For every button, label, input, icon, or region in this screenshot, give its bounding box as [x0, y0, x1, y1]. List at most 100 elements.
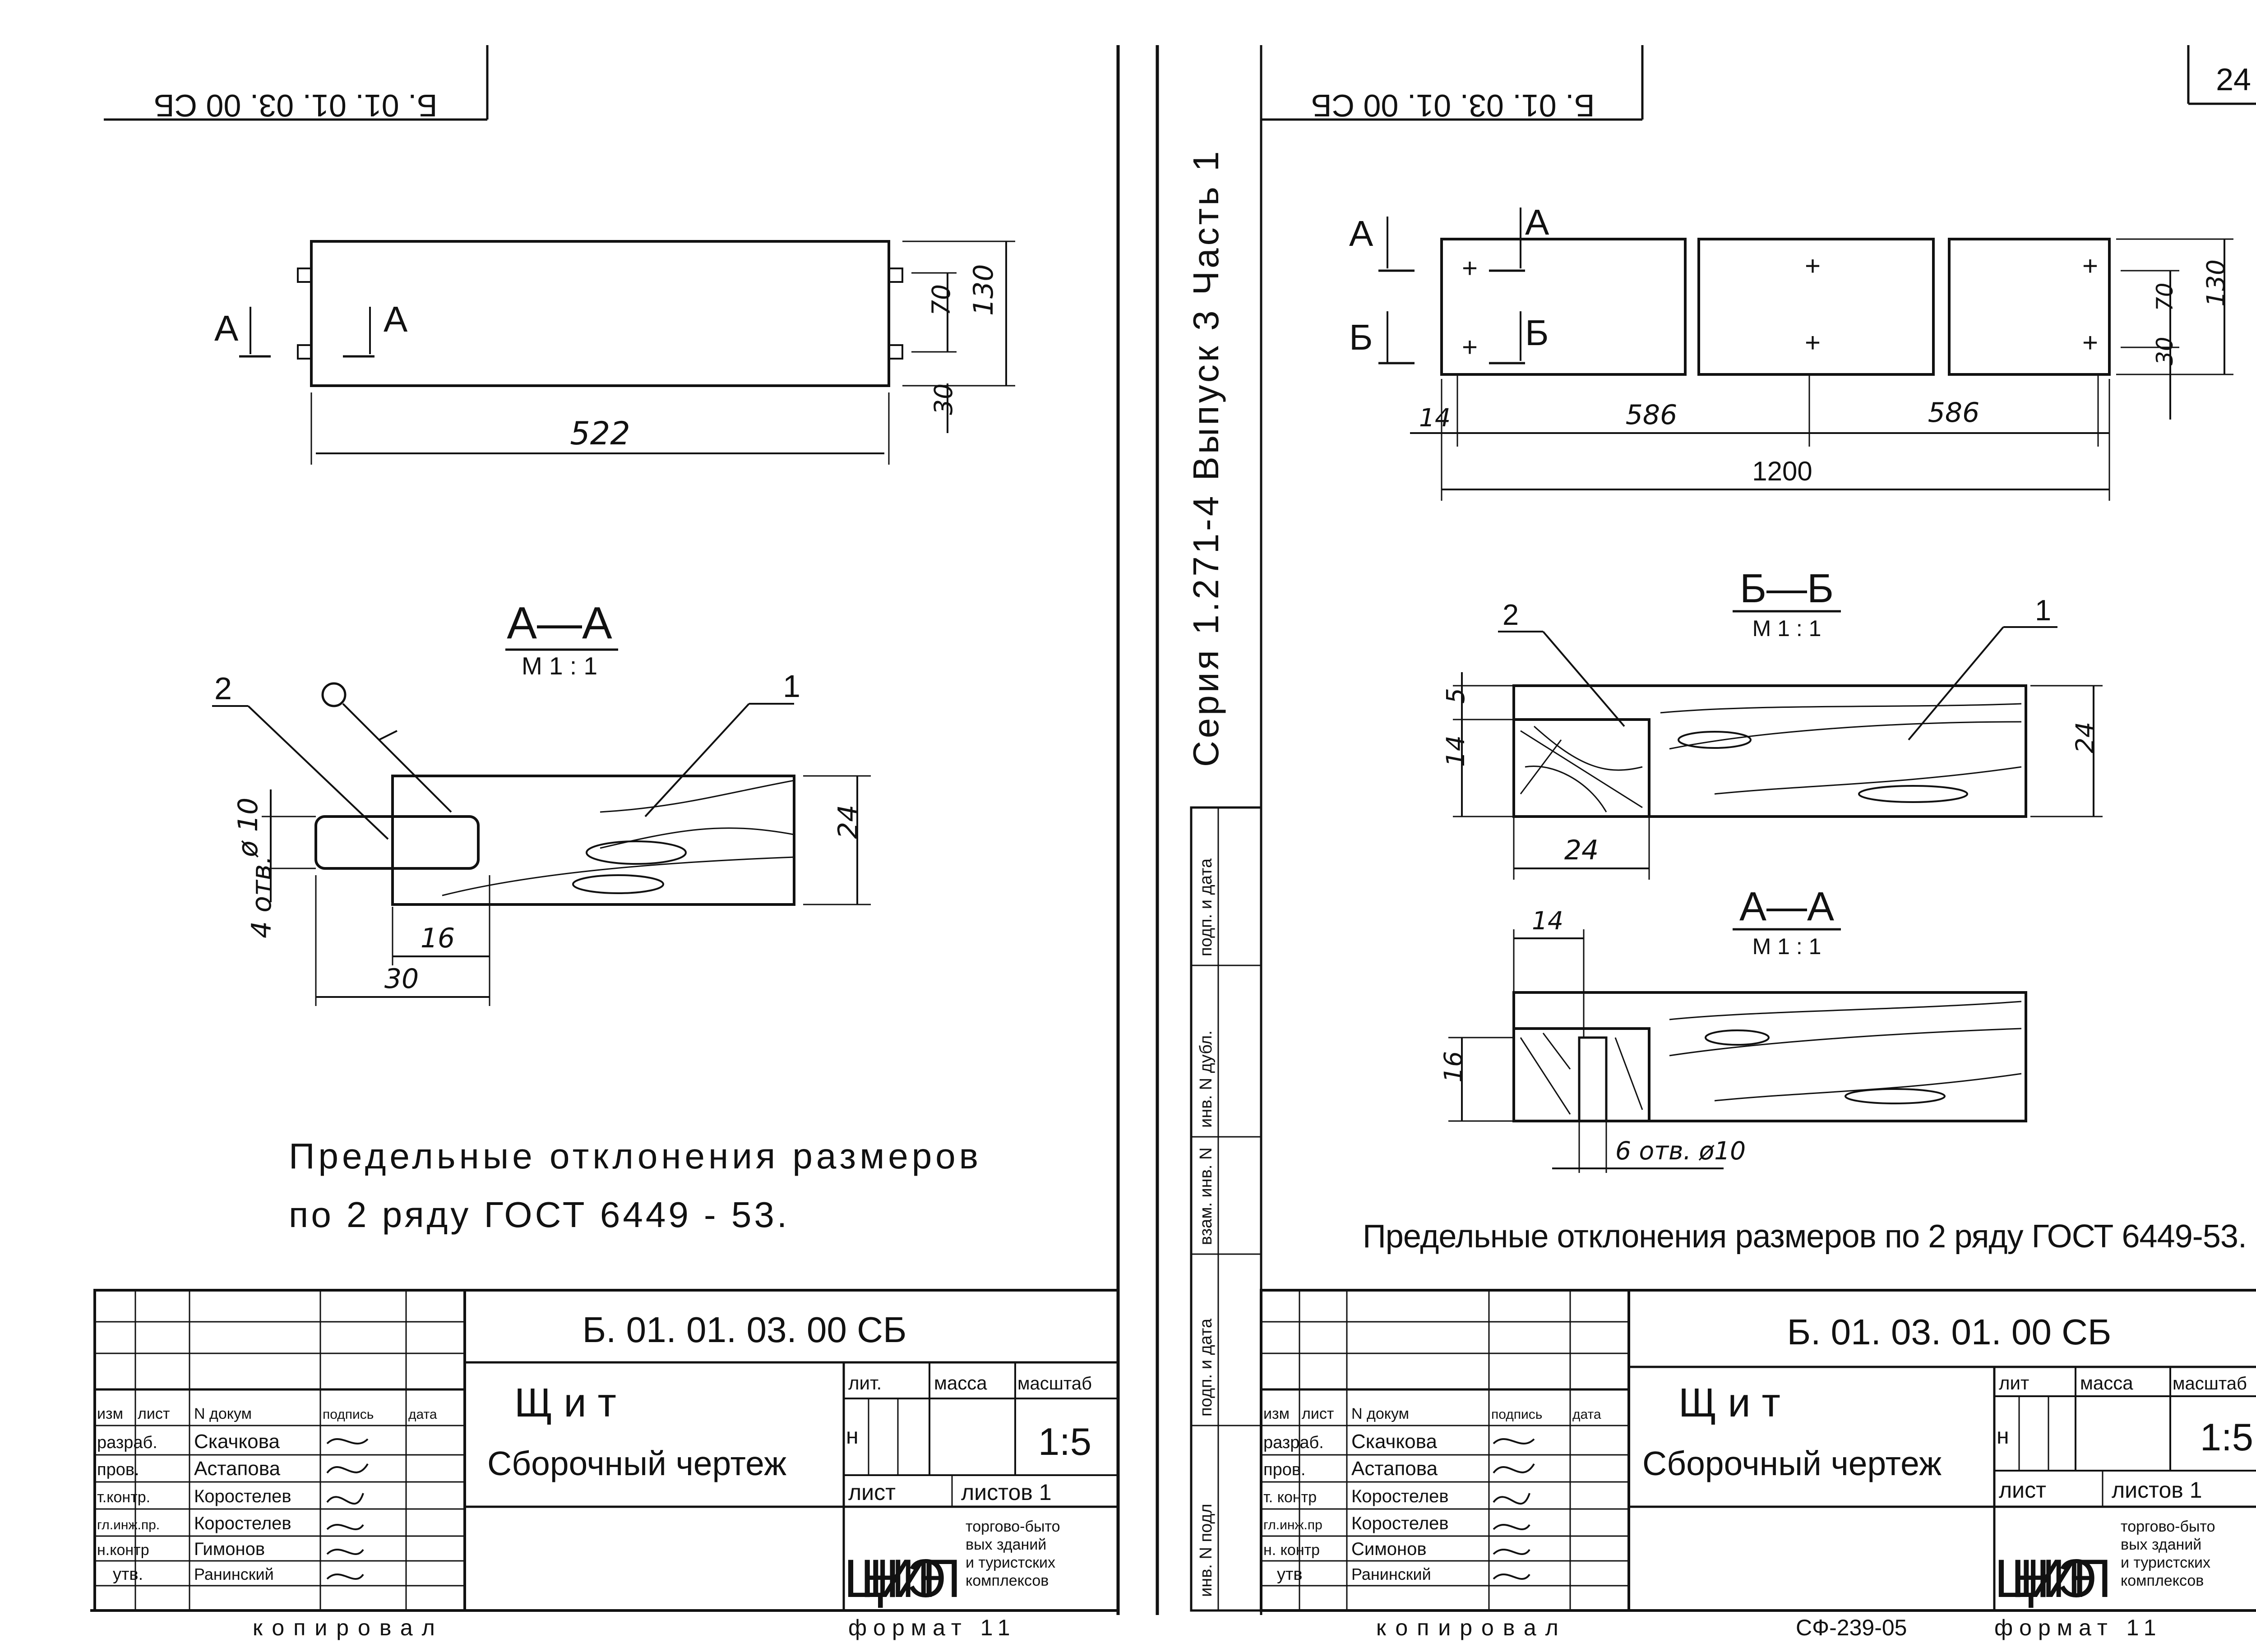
- left-format: формат 11: [848, 1615, 1017, 1640]
- svg-text:Щ и т: Щ и т: [514, 1380, 616, 1426]
- svg-text:ЦНИИЭП: ЦНИИЭП: [1994, 1548, 2112, 1609]
- svg-text:лист: лист: [1302, 1405, 1334, 1422]
- svg-text:1:5: 1:5: [1038, 1421, 1091, 1463]
- svg-text:н: н: [846, 1423, 859, 1449]
- svg-text:инв. N подл: инв. N подл: [1197, 1504, 1216, 1597]
- svg-text:1:5: 1:5: [2200, 1416, 2253, 1459]
- svg-text:24: 24: [2216, 62, 2251, 97]
- svg-text:т. контр: т. контр: [1263, 1489, 1317, 1506]
- svg-text:30: 30: [2152, 337, 2178, 365]
- svg-text:масса: масса: [934, 1372, 987, 1394]
- right-code-stamp: Б. 01. 03. 01. 00 СБ: [1261, 45, 1644, 123]
- svg-text:и туристских: и туристских: [2121, 1554, 2210, 1571]
- svg-text:Б: Б: [1349, 317, 1373, 357]
- svg-text:Б. 01. 01. 03. 00 СБ: Б. 01. 01. 03. 00 СБ: [154, 88, 438, 123]
- right-section-aa: А—А М 1 : 1 14 16 6 отв. ø10: [1439, 884, 2027, 1173]
- svg-text:дата: дата: [1572, 1407, 1601, 1422]
- svg-text:2: 2: [214, 671, 232, 706]
- svg-text:масштаб: масштаб: [1017, 1374, 1092, 1394]
- svg-text:Астапова: Астапова: [1351, 1458, 1438, 1480]
- svg-text:4 отв.: 4 отв.: [246, 856, 277, 938]
- svg-text:Астапова: Астапова: [194, 1458, 281, 1480]
- right-side-stamps: инв. N подл подп. и дата взам. инв. N ин…: [1190, 806, 1262, 1612]
- svg-text:Сборочный чертеж: Сборочный чертеж: [1642, 1444, 1942, 1482]
- svg-text:1200: 1200: [1752, 456, 1812, 486]
- svg-text:подпись: подпись: [323, 1407, 374, 1422]
- svg-text:торгово-быто: торгово-быто: [966, 1518, 1060, 1535]
- svg-text:масса: масса: [2080, 1372, 2133, 1394]
- svg-text:70: 70: [927, 284, 956, 316]
- svg-text:Скачкова: Скачкова: [194, 1431, 280, 1453]
- right-title-block: изм лист N докум подпись дата разраб. пр…: [1260, 1289, 2256, 1612]
- svg-text:Ранинский: Ранинский: [194, 1565, 274, 1583]
- svg-text:+: +: [1805, 328, 1821, 358]
- svg-text:24: 24: [832, 805, 864, 839]
- svg-text:Скачкова: Скачкова: [1351, 1431, 1438, 1453]
- svg-text:М 1 : 1: М 1 : 1: [1752, 616, 1821, 641]
- svg-text:30: 30: [929, 383, 958, 415]
- svg-text:Сборочный чертеж: Сборочный чертеж: [487, 1444, 786, 1482]
- svg-text:1: 1: [2035, 594, 2051, 627]
- right-plan-view: + + + + + + А А Б Б 130 70 30 14 586: [1349, 202, 2233, 501]
- svg-text:14: 14: [1532, 906, 1563, 935]
- svg-text:70: 70: [2152, 282, 2178, 311]
- svg-text:А: А: [1525, 202, 1549, 242]
- svg-text:Щ и т: Щ и т: [1678, 1380, 1780, 1426]
- svg-text:Б. 01. 01. 03. 00 СБ: Б. 01. 01. 03. 00 СБ: [582, 1310, 907, 1350]
- svg-text:130: 130: [2201, 259, 2230, 307]
- svg-text:дата: дата: [408, 1407, 437, 1422]
- svg-text:вых зданий: вых зданий: [966, 1536, 1046, 1553]
- svg-text:6 отв. ø10: 6 отв. ø10: [1615, 1136, 1746, 1165]
- svg-text:комплексов: комплексов: [966, 1572, 1049, 1589]
- svg-text:ЦНИИЭП: ЦНИИЭП: [844, 1548, 961, 1609]
- svg-text:586: 586: [1626, 399, 1678, 431]
- svg-text:+: +: [1462, 253, 1478, 283]
- svg-text:16: 16: [1439, 1051, 1468, 1083]
- svg-text:Б—Б: Б—Б: [1740, 566, 1834, 611]
- svg-text:и туристских: и туристских: [966, 1554, 1055, 1571]
- svg-text:лит.: лит.: [848, 1372, 882, 1394]
- svg-text:М 1 : 1: М 1 : 1: [522, 652, 597, 680]
- left-tolerance-note: Предельные отклонения размеров по 2 ряду…: [289, 1136, 982, 1235]
- right-sheet-number: 24: [2187, 45, 2256, 105]
- svg-text:вых зданий: вых зданий: [2121, 1536, 2201, 1553]
- svg-text:24: 24: [1564, 835, 1599, 866]
- svg-text:масштаб: масштаб: [2173, 1374, 2247, 1394]
- svg-text:Коростелев: Коростелев: [194, 1486, 291, 1506]
- svg-text:комплексов: комплексов: [2121, 1572, 2204, 1589]
- svg-text:подп. и дата: подп. и дата: [1197, 1318, 1216, 1417]
- svg-text:Б. 01. 03. 01. 00 СБ: Б. 01. 03. 01. 00 СБ: [1311, 88, 1595, 123]
- right-section-bb: Б—Б М 1 : 1 1 2 5 14 24 24: [1441, 566, 2103, 880]
- svg-text:Коростелев: Коростелев: [1351, 1486, 1449, 1506]
- svg-text:подп. и дата: подп. и дата: [1197, 858, 1216, 956]
- svg-text:Коростелев: Коростелев: [1351, 1514, 1449, 1533]
- svg-text:пров.: пров.: [1263, 1460, 1306, 1479]
- svg-text:взам. инв. N: взам. инв. N: [1197, 1147, 1216, 1245]
- svg-text:+: +: [2082, 251, 2098, 281]
- svg-text:1: 1: [783, 669, 800, 704]
- svg-text:утв.: утв.: [113, 1565, 143, 1584]
- svg-text:изм: изм: [1263, 1405, 1290, 1422]
- svg-text:24: 24: [2071, 722, 2099, 753]
- svg-text:М 1 : 1: М 1 : 1: [1752, 934, 1821, 959]
- left-plan-view: А А 130 70 30 522: [214, 240, 1015, 465]
- svg-text:листов 1: листов 1: [961, 1480, 1052, 1505]
- svg-text:по 2 ряду ГОСТ 6449 - 53.: по 2 ряду ГОСТ 6449 - 53.: [289, 1195, 790, 1235]
- svg-text:Предельные отклонения размер: Предельные отклонения размеров: [289, 1136, 982, 1176]
- svg-text:лист: лист: [848, 1480, 896, 1505]
- svg-text:14: 14: [1419, 403, 1451, 432]
- svg-text:14: 14: [1441, 735, 1470, 767]
- svg-text:+: +: [1462, 332, 1478, 362]
- svg-text:Ранинский: Ранинский: [1351, 1565, 1431, 1583]
- svg-text:изм: изм: [97, 1405, 123, 1422]
- svg-text:Б: Б: [1525, 313, 1549, 353]
- svg-text:гл.инж.пр: гл.инж.пр: [1263, 1518, 1322, 1532]
- left-section-aa: А—А М 1 : 1 1 2 ø 10 4 отв. 24 1: [212, 598, 871, 1006]
- svg-text:Б. 01. 03. 01. 00 СБ: Б. 01. 03. 01. 00 СБ: [1787, 1312, 2112, 1352]
- svg-text:30: 30: [384, 963, 419, 995]
- left-title-block: изм лист N докум подпись дата разраб. пр…: [93, 1289, 1119, 1612]
- svg-text:утв: утв: [1277, 1565, 1303, 1584]
- left-code-stamp: Б. 01. 01. 03. 00 СБ: [104, 45, 489, 123]
- right-doc-number: СФ-239-05: [1796, 1615, 1907, 1640]
